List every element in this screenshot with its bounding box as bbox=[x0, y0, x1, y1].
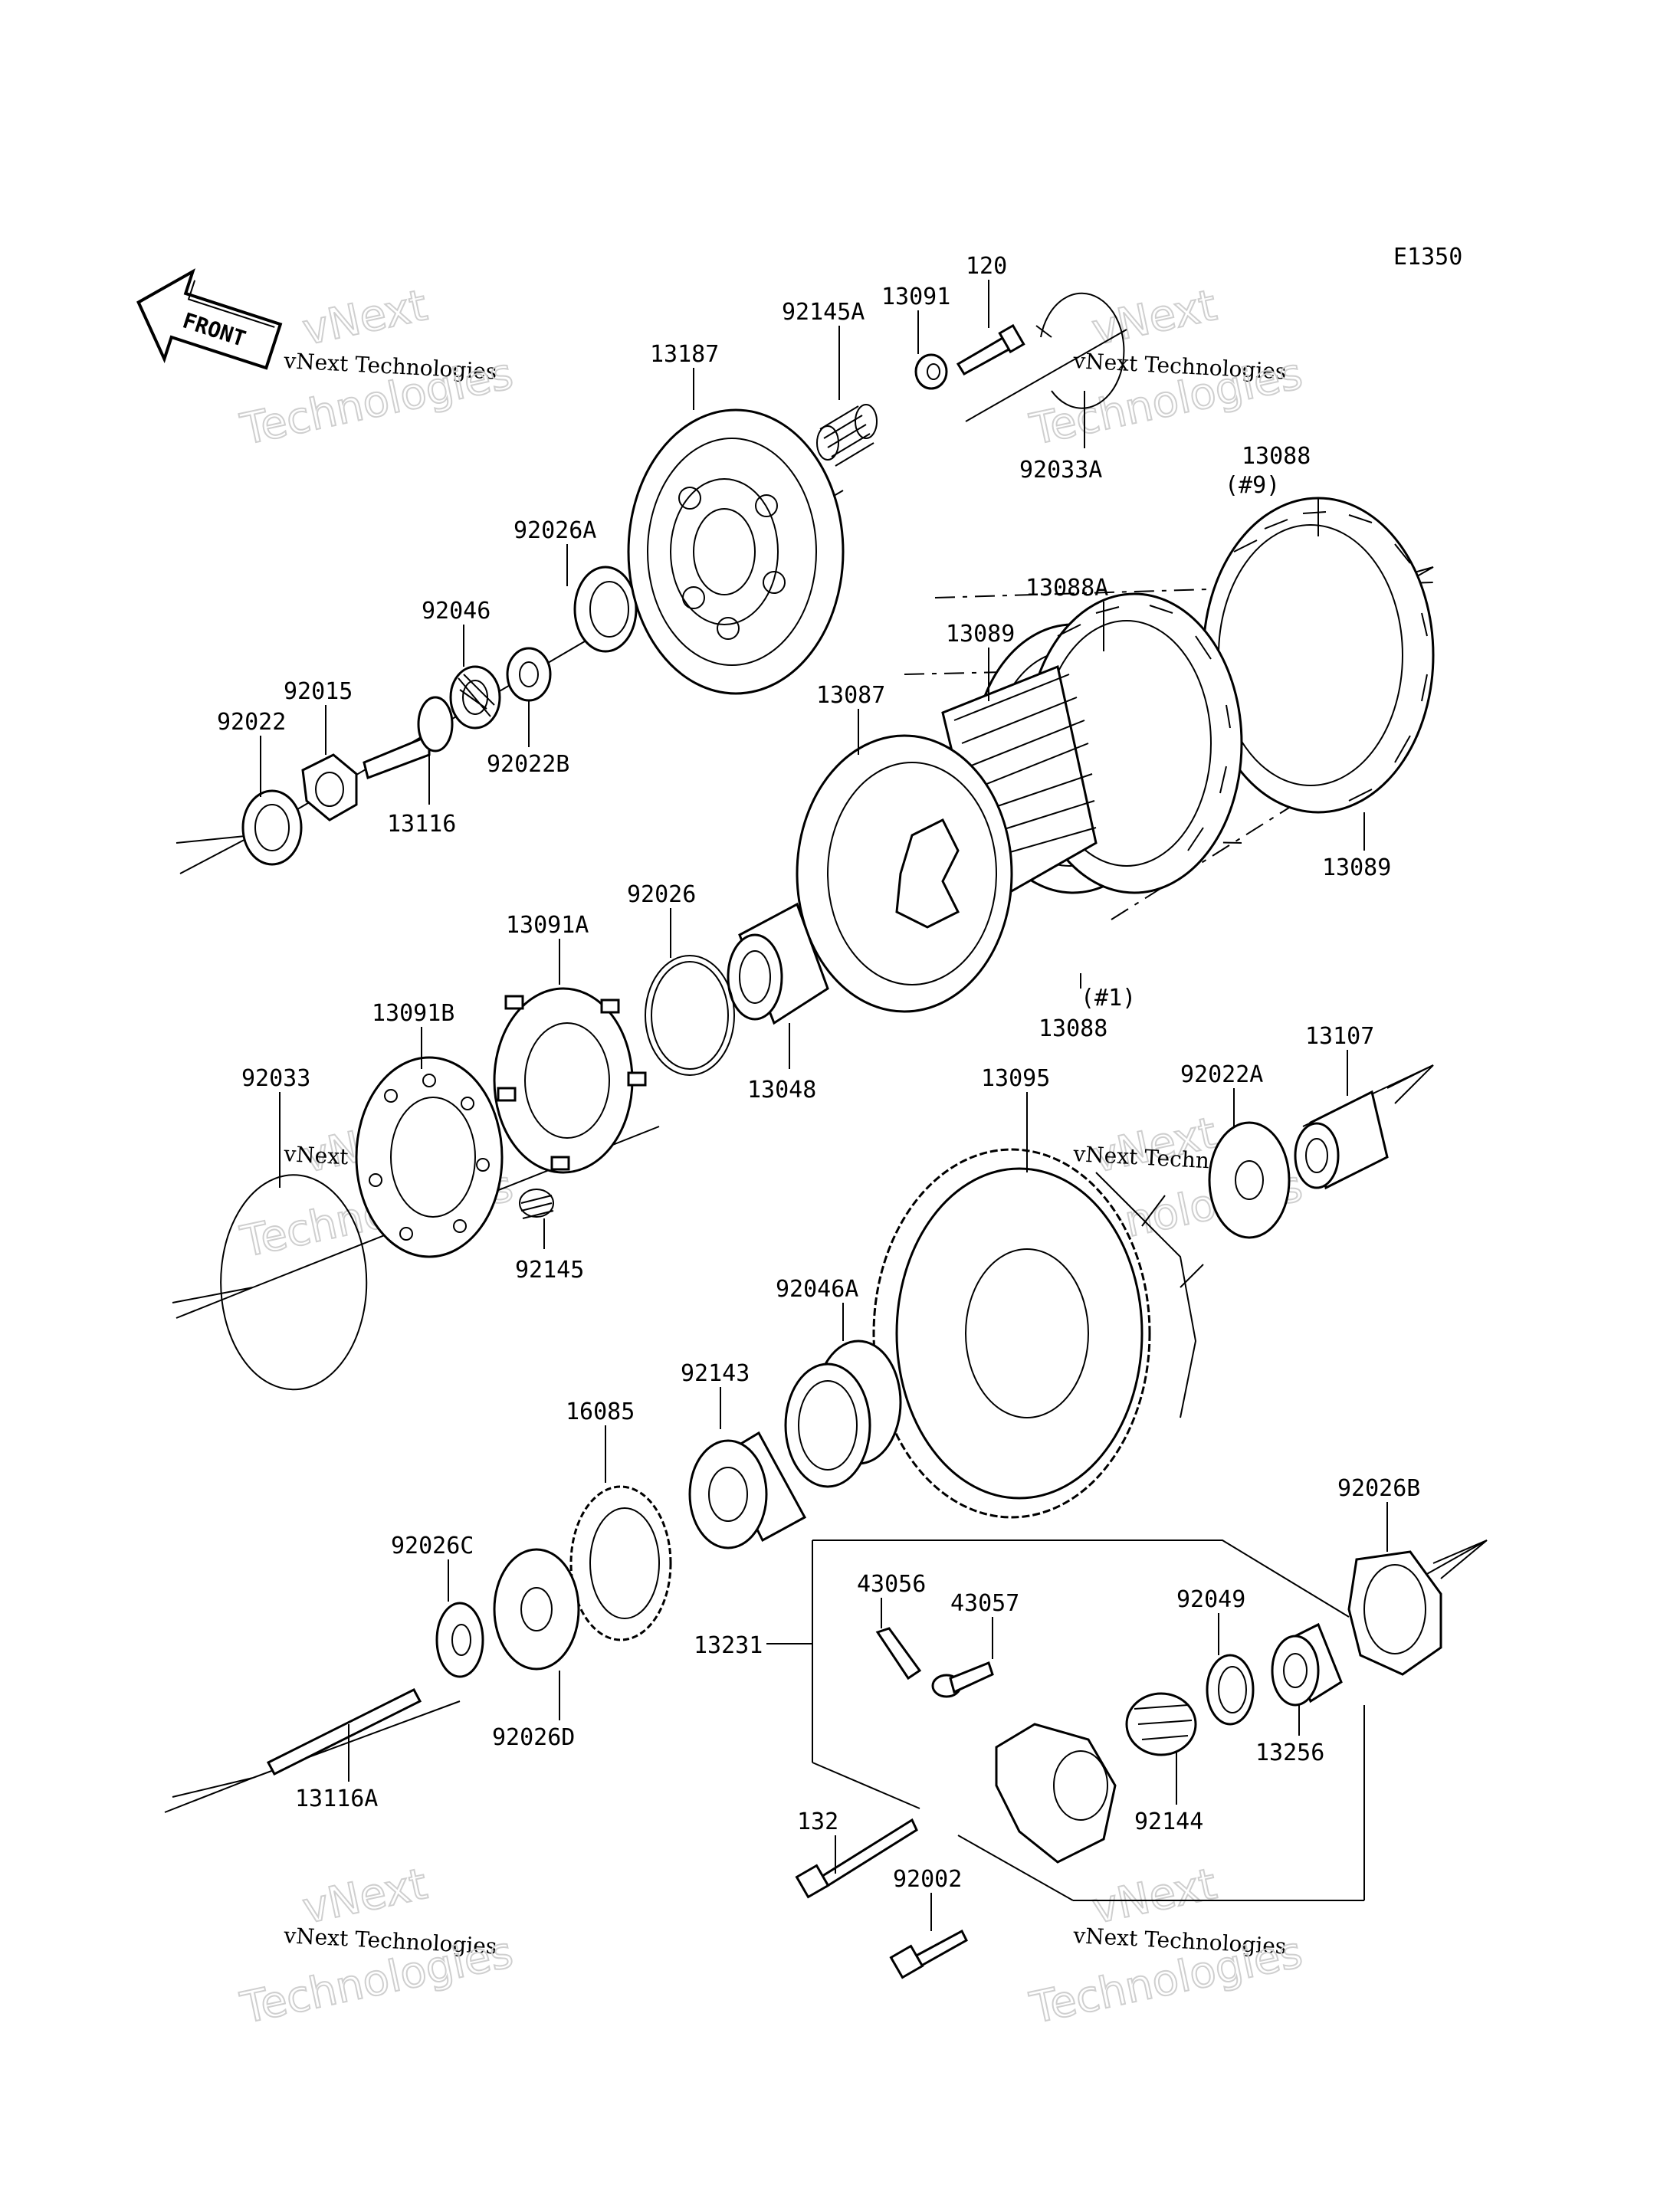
label-132: 132 bbox=[797, 1808, 838, 1835]
part-43056-bleeder bbox=[875, 1627, 922, 1681]
label-92026B: 92026B bbox=[1337, 1475, 1420, 1502]
label-92145A: 92145A bbox=[782, 299, 865, 326]
part-13048-sleeve bbox=[727, 902, 829, 1025]
part-92049-seal bbox=[1206, 1654, 1255, 1726]
leader-lines bbox=[260, 280, 1388, 1931]
part-13187-pressure-plate bbox=[627, 408, 845, 695]
part-92026-ring bbox=[645, 955, 735, 1076]
part-13256-piston bbox=[1271, 1622, 1343, 1707]
label-92026A: 92026A bbox=[514, 517, 596, 544]
part-92143-sleeve bbox=[688, 1431, 807, 1549]
part-16085-gear bbox=[569, 1485, 672, 1641]
part-92002-bolt bbox=[889, 1929, 968, 1979]
label-43056: 43056 bbox=[857, 1571, 926, 1598]
part-92046-bearing bbox=[449, 665, 501, 730]
label-92026C: 92026C bbox=[391, 1533, 474, 1559]
watermark-top-right: vNext vNext Technologies Technologies bbox=[1025, 280, 1307, 456]
label-92049: 92049 bbox=[1176, 1586, 1245, 1613]
part-92144-boot bbox=[1125, 1692, 1197, 1756]
label-13088-1: 13088 bbox=[1039, 1015, 1107, 1042]
part-92026D-washer bbox=[493, 1548, 580, 1671]
part-13231-assembly-bracket bbox=[766, 1540, 1365, 1901]
label-92033A: 92033A bbox=[1019, 457, 1102, 484]
label-92143: 92143 bbox=[681, 1360, 750, 1387]
label-120: 120 bbox=[966, 253, 1007, 280]
part-92022A-washer bbox=[1208, 1121, 1291, 1239]
svg-text:vNext: vNext bbox=[298, 280, 431, 356]
part-13107-spacer bbox=[1294, 1090, 1389, 1190]
svg-text:vNext: vNext bbox=[298, 1859, 431, 1934]
label-92144: 92144 bbox=[1134, 1808, 1203, 1835]
svg-text:vNext: vNext bbox=[1088, 1859, 1221, 1934]
label-13091A: 13091A bbox=[506, 912, 589, 939]
front-arrow-icon: FRONT bbox=[136, 268, 283, 370]
part-92145A-spring bbox=[816, 404, 878, 467]
label-92145: 92145 bbox=[515, 1257, 584, 1284]
label-13089-upper: 13089 bbox=[946, 621, 1015, 648]
svg-text:vNext: vNext bbox=[1088, 280, 1221, 356]
label-13089-lower: 13089 bbox=[1322, 854, 1391, 881]
watermark-top-left: vNext vNext Technologies Technologies bbox=[235, 280, 517, 456]
label-92026D: 92026D bbox=[492, 1724, 575, 1751]
label-92046A: 92046A bbox=[776, 1276, 858, 1303]
part-132-bolt bbox=[795, 1818, 918, 1899]
label-13095: 13095 bbox=[981, 1065, 1050, 1092]
part-13087-clutch-hub bbox=[796, 664, 1098, 1013]
part-13091B-plate bbox=[355, 1056, 504, 1258]
label-43057: 43057 bbox=[950, 1590, 1019, 1617]
part-slave-cylinder bbox=[995, 1723, 1117, 1864]
part-13116A-rod bbox=[266, 1688, 422, 1776]
part-92026B-gasket bbox=[1347, 1550, 1442, 1676]
part-92015-nut bbox=[301, 753, 358, 821]
label-13091B: 13091B bbox=[372, 1000, 454, 1027]
part-13095-housing-gear bbox=[872, 1148, 1204, 1519]
part-13091-cap bbox=[914, 353, 948, 390]
label-13088-9: 13088 bbox=[1242, 443, 1311, 470]
part-92026A-collar bbox=[573, 566, 638, 653]
part-120-bolt bbox=[956, 323, 1025, 376]
part-92033A-circlip bbox=[1035, 292, 1125, 409]
label-92026: 92026 bbox=[627, 881, 696, 908]
part-92026C-washer bbox=[435, 1602, 484, 1678]
label-92033: 92033 bbox=[241, 1065, 310, 1092]
part-92145-spring bbox=[519, 1189, 554, 1219]
label-13088-1-note: (#1) bbox=[1081, 985, 1136, 1012]
diagram-code: E1350 bbox=[1393, 244, 1462, 271]
label-92022A: 92022A bbox=[1180, 1061, 1263, 1088]
label-13091: 13091 bbox=[881, 284, 950, 310]
label-92046: 92046 bbox=[422, 598, 491, 625]
label-92022B: 92022B bbox=[487, 751, 569, 778]
label-13187: 13187 bbox=[650, 341, 719, 368]
label-92015: 92015 bbox=[284, 678, 353, 705]
part-92033-circlip bbox=[220, 1174, 368, 1391]
part-13091A-plate bbox=[493, 987, 647, 1174]
watermark-bottom-left: vNext vNext Technologies Technologies bbox=[235, 1858, 517, 2035]
label-16085: 16085 bbox=[566, 1399, 635, 1425]
part-13088-friction-plate-9 bbox=[1202, 497, 1435, 814]
part-92022B-washer bbox=[506, 647, 552, 702]
label-13088-9-note: (#9) bbox=[1225, 472, 1280, 499]
label-13256: 13256 bbox=[1255, 1740, 1324, 1766]
watermark-bottom-right: vNext vNext Technologies Technologies bbox=[1025, 1858, 1307, 2035]
part-13116-pushrod bbox=[363, 696, 454, 779]
label-13231: 13231 bbox=[694, 1632, 763, 1659]
part-92022-washer bbox=[241, 789, 303, 866]
label-13116: 13116 bbox=[387, 811, 456, 838]
label-13107: 13107 bbox=[1305, 1023, 1374, 1050]
label-13088A: 13088A bbox=[1025, 575, 1108, 602]
part-labels: 120 13091 13187 92145A 92033A 13088 (#9)… bbox=[217, 253, 1420, 1893]
label-13048: 13048 bbox=[747, 1077, 816, 1103]
part-92046A-bearing bbox=[784, 1340, 902, 1488]
label-92022: 92022 bbox=[217, 709, 286, 736]
part-43057-cap bbox=[931, 1661, 994, 1698]
label-13116A: 13116A bbox=[295, 1785, 378, 1812]
label-13087: 13087 bbox=[816, 682, 885, 709]
label-92002: 92002 bbox=[893, 1866, 962, 1893]
